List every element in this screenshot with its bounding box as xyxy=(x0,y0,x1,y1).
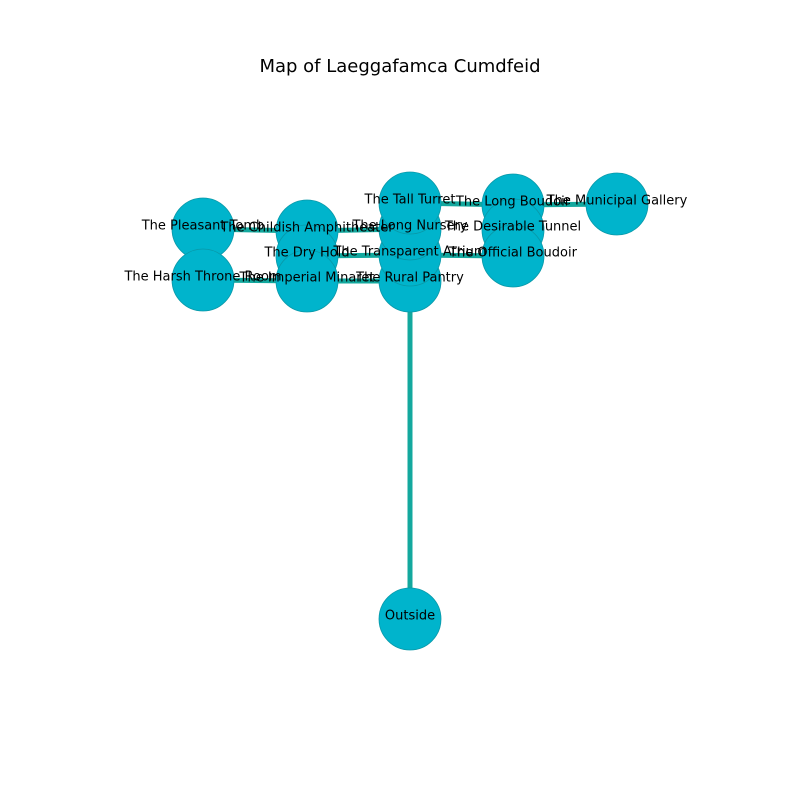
room-node-outside xyxy=(378,587,442,651)
room-node-harsh-throne-room xyxy=(171,248,235,312)
room-label-pleasant-tomb: The Pleasant Tomb xyxy=(141,219,265,234)
room-label-imperial-minaret: The Imperial Minaret xyxy=(239,271,375,286)
room-label-dry-hold: The Dry Hold xyxy=(263,246,349,261)
rooms-layer xyxy=(171,171,649,651)
room-node-municipal-gallery xyxy=(585,172,649,236)
room-label-long-nursery: The Long Nursery xyxy=(351,219,467,234)
room-label-childish-amphitheater: The Childish Amphitheater xyxy=(219,221,394,236)
room-label-desirable-tunnel: The Desirable Tunnel xyxy=(444,220,581,235)
room-label-rural-pantry: The Rural Pantry xyxy=(355,271,464,286)
room-labels-layer: Outside The Rural Pantry The Transparent A… xyxy=(123,193,687,624)
map-title: Map of Laeggafamca Cumdfeid xyxy=(259,56,541,77)
room-node-imperial-minaret xyxy=(275,249,339,313)
room-node-tall-turret xyxy=(378,171,442,235)
room-label-harsh-throne-room: The Harsh Throne Room xyxy=(123,270,281,285)
room-label-municipal-gallery: The Municipal Gallery xyxy=(546,194,688,209)
room-label-long-boudoir: The Long Boudoir xyxy=(455,195,571,210)
room-label-outside: Outside xyxy=(385,609,435,624)
room-label-tall-turret: The Tall Turret xyxy=(364,193,456,208)
room-label-official-boudoir: The Official Boudoir xyxy=(448,246,578,261)
room-label-transparent-atrium: The Transparent Atrium xyxy=(332,245,486,260)
room-node-official-boudoir xyxy=(481,224,545,288)
